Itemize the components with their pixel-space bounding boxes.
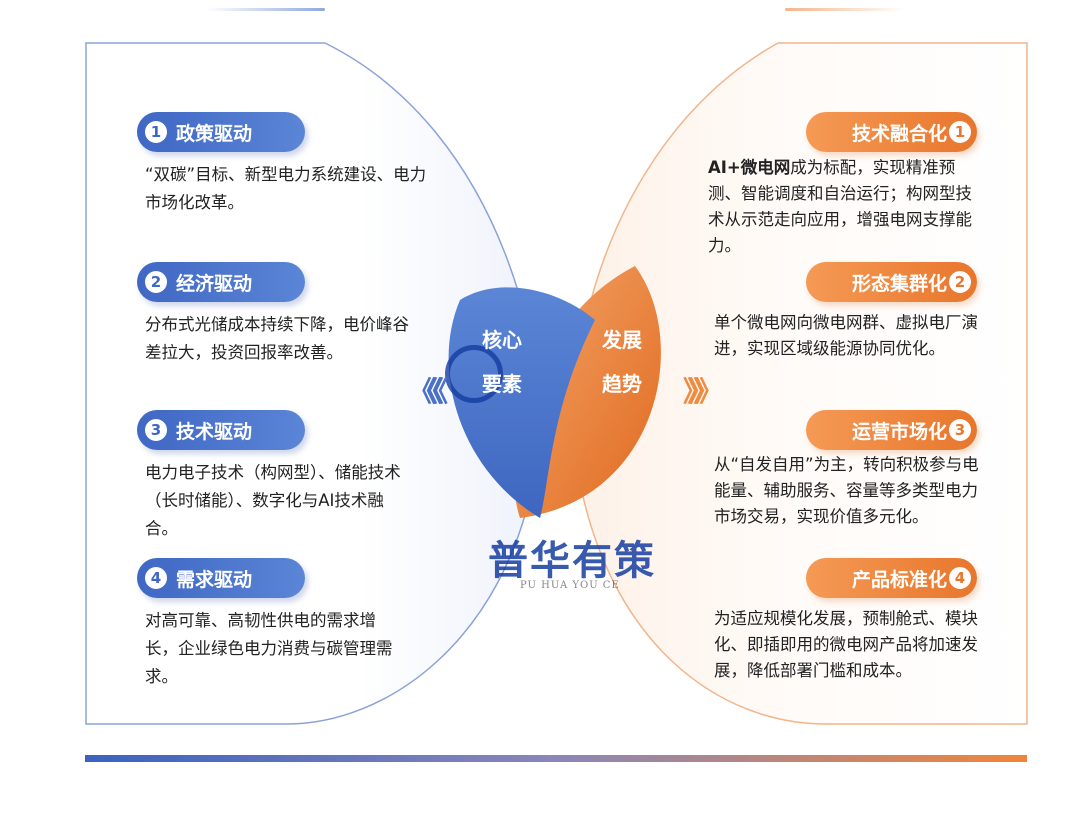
trend-title: 产品标准化 bbox=[851, 568, 947, 591]
number-badge: 4 bbox=[145, 567, 167, 589]
number-badge: 3 bbox=[949, 419, 971, 441]
driver-pill-1: 1 政策驱动 bbox=[137, 112, 305, 152]
driver-pill-3: 3 技术驱动 bbox=[137, 410, 305, 450]
trend-text-4: 为适应规模化发展，预制舱式、模块化、即插即用的微电网产品将加速发展，降低部署门槛… bbox=[714, 609, 978, 680]
trend-body: 成为标配，实现精准预测、智能调度和自治运行；构网型技术从示范走向应用，增强电网支… bbox=[708, 158, 972, 255]
bottom-gradient-bar bbox=[85, 755, 1027, 762]
driver-pill-2: 2 经济驱动 bbox=[137, 262, 305, 302]
center-venn bbox=[448, 266, 661, 518]
driver-text-3: 电力电子技术（构网型）、储能技术（长时储能）、数字化与AI技术融合。 bbox=[145, 463, 401, 538]
watermark-subtext: PU HUA YOU CE bbox=[520, 580, 620, 591]
driver-text-4: 对高可靠、高韧性供电的需求增长，企业绿色电力消费与碳管理需求。 bbox=[145, 611, 393, 686]
trend-title: 形态集群化 bbox=[851, 272, 947, 295]
trend-text-1: AI+微电网成为标配，实现精准预测、智能调度和自治运行；构网型技术从示范走向应用… bbox=[708, 155, 983, 259]
chevron-left-icon: 《《《 bbox=[408, 375, 448, 408]
driver-text-1: “双碳”目标、新型电力系统建设、电力市场化改革。 bbox=[145, 165, 427, 212]
number-badge: 2 bbox=[145, 271, 167, 293]
top-decor-left bbox=[205, 8, 325, 11]
chevron-right-icon: 》》》 bbox=[683, 375, 723, 408]
watermark-text: 普华有策 bbox=[488, 538, 656, 584]
top-decor-right bbox=[785, 8, 905, 11]
driver-title: 技术驱动 bbox=[176, 420, 253, 443]
watermark-logo-icon bbox=[445, 345, 503, 403]
number-badge: 3 bbox=[145, 419, 167, 441]
number-badge: 2 bbox=[949, 271, 971, 293]
trend-title: 技术融合化 bbox=[851, 122, 947, 145]
core-leaf bbox=[448, 287, 595, 518]
driver-title: 政策驱动 bbox=[176, 122, 253, 145]
driver-title: 需求驱动 bbox=[176, 568, 253, 591]
number-badge: 1 bbox=[949, 121, 971, 143]
number-badge: 1 bbox=[145, 121, 167, 143]
driver-text-2: 分布式光储成本持续下降，电价峰谷差拉大，投资回报率改善。 bbox=[145, 315, 409, 362]
center-right-label: 发展趋势 bbox=[602, 328, 642, 396]
trend-text-3: 从“自发自用”为主，转向积极参与电能量、辅助服务、容量等多类型电力市场交易，实现… bbox=[714, 455, 979, 526]
number-badge: 4 bbox=[949, 567, 971, 589]
trend-text-2: 单个微电网向微电网群、虚拟电厂演进，实现区域级能源协同优化。 bbox=[714, 313, 978, 358]
trend-bold-text: AI+微电网 bbox=[708, 158, 791, 177]
driver-pill-4: 4 需求驱动 bbox=[137, 558, 305, 598]
trend-title: 运营市场化 bbox=[851, 420, 947, 443]
driver-title: 经济驱动 bbox=[176, 272, 253, 295]
center-left-label: 核心要素 bbox=[482, 328, 522, 396]
